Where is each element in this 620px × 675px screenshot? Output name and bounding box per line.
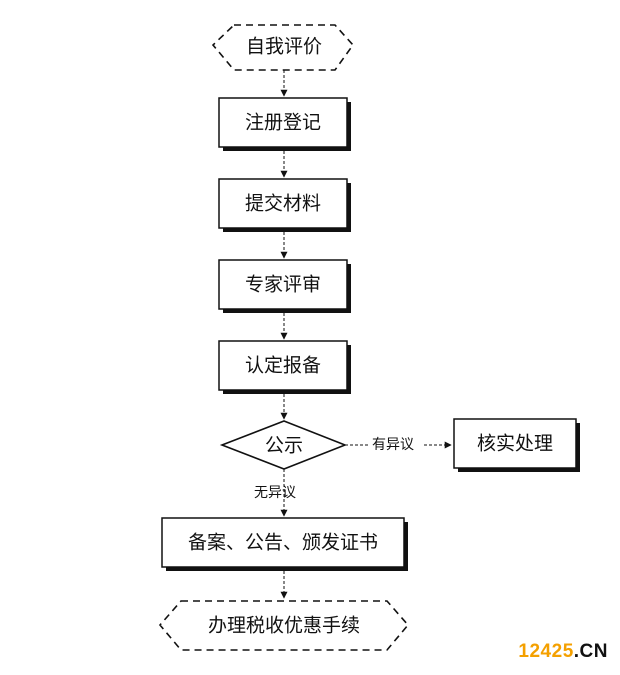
node-verify-label: 核实处理 — [477, 433, 553, 455]
node-publicity: 公示 — [219, 420, 348, 470]
edge-label-no-objection: 无异议 — [254, 485, 296, 501]
node-publicity-label: 公示 — [265, 435, 303, 457]
node-tax: 办理税收优惠手续 — [158, 600, 410, 651]
node-report: 认定报备 — [218, 340, 351, 394]
node-register: 注册登记 — [218, 97, 351, 151]
node-filing: 备案、公告、颁发证书 — [161, 517, 408, 571]
edge-label-objection: 有异议 — [372, 437, 414, 453]
node-filing-label: 备案、公告、颁发证书 — [188, 532, 378, 554]
node-report-label: 认定报备 — [245, 355, 321, 377]
node-review: 专家评审 — [218, 259, 351, 313]
node-self-eval: 自我评价 — [211, 24, 355, 71]
node-register-label: 注册登记 — [245, 112, 321, 134]
watermark-suffix: .CN — [573, 641, 608, 662]
node-submit: 提交材料 — [218, 178, 351, 232]
node-submit-label: 提交材料 — [245, 193, 321, 215]
watermark-logo: 12425.CN — [518, 641, 608, 663]
node-self-eval-label: 自我评价 — [246, 36, 322, 58]
watermark-number: 12425 — [518, 641, 574, 662]
node-review-label: 专家评审 — [245, 274, 321, 296]
node-tax-label: 办理税收优惠手续 — [208, 615, 360, 637]
node-verify: 核实处理 — [453, 418, 580, 472]
